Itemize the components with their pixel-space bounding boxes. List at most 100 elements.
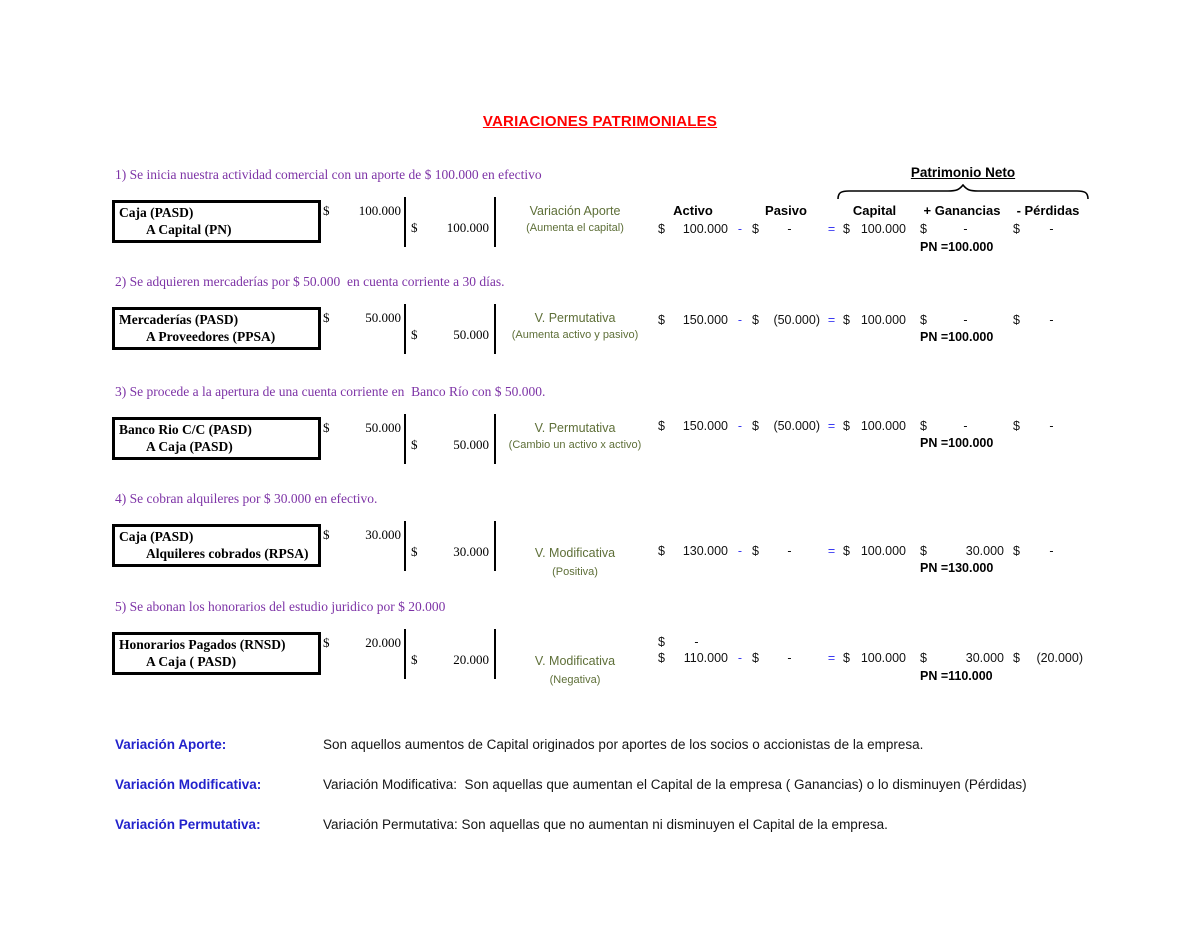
currency-symbol: $ [658, 313, 665, 327]
credit-account: A Caja ( PASD) [146, 654, 237, 669]
equals-operator: = [827, 222, 836, 236]
definition-label: Variación Aporte: [115, 737, 227, 752]
journal-divider-line [494, 414, 496, 464]
page-title: VARIACIONES PATRIMONIALES [482, 113, 718, 130]
currency-symbol: $ [1013, 222, 1020, 236]
credit-value: 50.000 [453, 437, 489, 452]
journal-divider-line [404, 521, 406, 571]
currency-symbol: $ [411, 437, 418, 452]
ganancias-value: $- [920, 222, 968, 236]
perdidas-value: $- [1013, 544, 1054, 558]
pasivo-value: $- [752, 651, 792, 665]
debit-value: 50.000 [365, 420, 401, 435]
equation-row: $150.000 - $(50.000) = $100.000 $- $- [658, 313, 1083, 327]
equation-column-headers: Activo Pasivo Capital + Ganancias - Pérd… [658, 203, 1083, 218]
credit-account: A Proveedores (PPSA) [146, 329, 276, 344]
currency-symbol: $ [323, 203, 330, 218]
credit-account: Alquileres cobrados (RPSA) [146, 546, 309, 561]
journal-divider-line [494, 304, 496, 354]
transaction-description: 5) Se abonan los honorarios del estudio … [115, 599, 446, 614]
column-header-ganancias: + Ganancias [923, 203, 1001, 218]
currency-symbol: $ [658, 222, 665, 236]
debit-account: Banco Rio C/C (PASD) [119, 422, 252, 437]
debit-value: 30.000 [365, 527, 401, 542]
activo-carryover-row: $- [658, 635, 728, 649]
currency-symbol: $ [843, 419, 850, 433]
credit-amount: $100.000 [411, 220, 489, 236]
patrimonio-neto-total: PN =100.000 [920, 240, 994, 254]
patrimonio-neto-total: PN =110.000 [920, 669, 993, 683]
variation-note: (Negativa) [549, 674, 601, 686]
transaction-entry-4: 4) Se cobran alquileres por $ 30.000 en … [0, 491, 1200, 601]
transaction-description: 4) Se cobran alquileres por $ 30.000 en … [115, 491, 378, 506]
minus-operator: - [737, 313, 743, 327]
currency-symbol: $ [752, 419, 759, 433]
pasivo-value: $- [752, 544, 792, 558]
column-header-activo: Activo [673, 203, 713, 218]
perdidas-value: $- [1013, 419, 1054, 433]
currency-symbol: $ [1013, 313, 1020, 327]
currency-symbol: $ [920, 651, 927, 665]
activo-value: $130.000 [658, 544, 728, 558]
credit-value: 100.000 [446, 220, 489, 235]
activo-carryover-value: $- [658, 635, 699, 649]
brace-icon [837, 183, 1089, 200]
debit-account: Caja (PASD) [119, 529, 194, 544]
minus-operator: - [737, 222, 743, 236]
currency-symbol: $ [411, 652, 418, 667]
currency-symbol: $ [411, 220, 418, 235]
activo-value: $110.000 [658, 651, 728, 665]
pasivo-value: $- [752, 222, 792, 236]
minus-operator: - [737, 419, 743, 433]
minus-operator: - [737, 544, 743, 558]
credit-value: 50.000 [453, 327, 489, 342]
debit-amount: $20.000 [323, 635, 401, 651]
column-header-capital: Capital [852, 203, 897, 218]
credit-value: 30.000 [453, 544, 489, 559]
journal-entry-box: Caja (PASD) Alquileres cobrados (RPSA) [112, 524, 321, 567]
variation-type: V. Permutativa [534, 311, 616, 325]
credit-value: 20.000 [453, 652, 489, 667]
definition-label: Variación Permutativa: [115, 817, 261, 832]
journal-divider-line [404, 629, 406, 679]
variation-note: (Aumenta el capital) [526, 222, 624, 234]
column-header-pasivo: Pasivo [765, 203, 807, 218]
definition-label: Variación Modificativa: [115, 777, 262, 792]
variation-type: V. Modificativa [534, 546, 616, 560]
ganancias-value: $30.000 [920, 651, 1004, 665]
capital-value: $100.000 [843, 651, 906, 665]
capital-value: $100.000 [843, 544, 906, 558]
journal-divider-line [494, 521, 496, 571]
currency-symbol: $ [658, 651, 665, 665]
variation-type: Variación Aporte [529, 204, 621, 218]
debit-value: 50.000 [365, 310, 401, 325]
definition-text: Variación Permutativa: Son aquellas que … [323, 817, 888, 832]
debit-account: Mercaderías (PASD) [119, 312, 239, 327]
perdidas-value: $(20.000) [1013, 651, 1083, 665]
transaction-entry-5: 5) Se abonan los honorarios del estudio … [0, 599, 1200, 709]
definition-text: Variación Modificativa: Son aquellas que… [323, 777, 1027, 792]
variation-note: (Aumenta activo y pasivo) [511, 329, 639, 341]
pasivo-value: $(50.000) [752, 313, 820, 327]
currency-symbol: $ [323, 420, 330, 435]
equals-operator: = [827, 419, 836, 433]
currency-symbol: $ [323, 635, 330, 650]
currency-symbol: $ [843, 313, 850, 327]
currency-symbol: $ [843, 222, 850, 236]
currency-symbol: $ [920, 313, 927, 327]
currency-symbol: $ [920, 222, 927, 236]
currency-symbol: $ [658, 544, 665, 558]
journal-entry-box: Honorarios Pagados (RNSD) A Caja ( PASD) [112, 632, 321, 675]
currency-symbol: $ [1013, 419, 1020, 433]
transaction-entry-2: 2) Se adquieren mercaderías por $ 50.000… [0, 274, 1200, 384]
equals-operator: = [827, 313, 836, 327]
variation-note: (Positiva) [552, 566, 598, 578]
activo-value: $150.000 [658, 419, 728, 433]
currency-symbol: $ [323, 310, 330, 325]
credit-account: A Capital (PN) [146, 222, 232, 237]
patrimonio-neto-brace [836, 183, 1090, 200]
journal-divider-line [404, 304, 406, 354]
currency-symbol: $ [920, 544, 927, 558]
currency-symbol: $ [752, 544, 759, 558]
